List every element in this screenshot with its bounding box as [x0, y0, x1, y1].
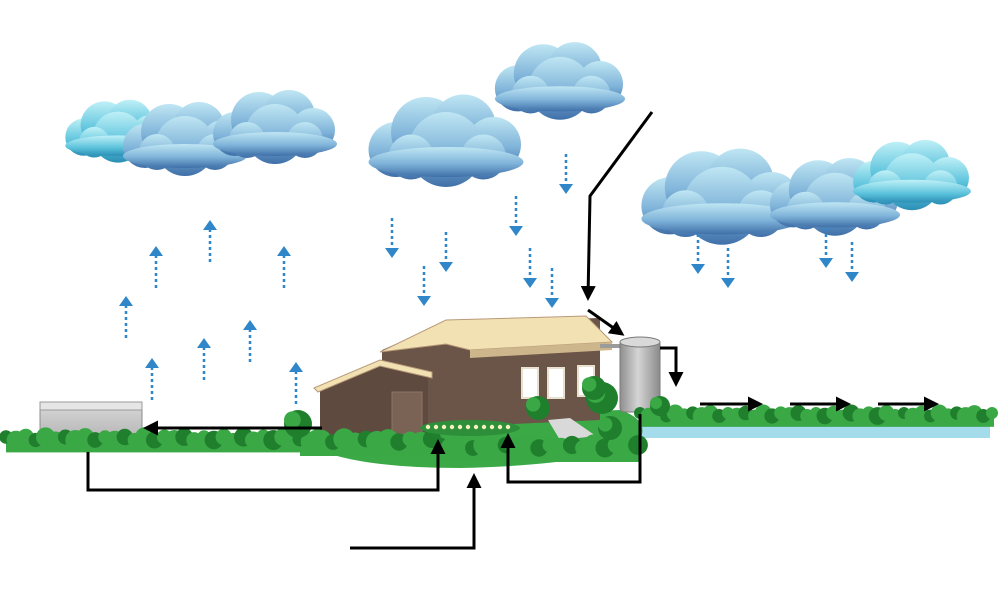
rain-arrow-icon — [559, 154, 573, 194]
vegetation-icon — [432, 434, 648, 462]
garage-roof — [313, 359, 433, 393]
vegetation-icon — [292, 428, 442, 456]
shrub-icon — [650, 396, 670, 416]
gutter-pipe — [600, 344, 622, 348]
pointer-arrow-top — [580, 111, 654, 301]
cloud-icon — [494, 42, 626, 120]
evaporation-arrow-icon — [289, 362, 303, 404]
rain-arrow-icon — [523, 248, 537, 288]
shrub-icon — [598, 416, 622, 440]
vegetation-icon — [0, 427, 301, 453]
flow-arrow-barrel-to-lawn — [500, 414, 642, 484]
house-roof-edge — [470, 342, 612, 358]
evaporation-arrow-icon — [203, 220, 217, 262]
shrub-icon — [284, 410, 312, 438]
cloud-icon — [853, 139, 971, 211]
flow-arrows-group — [86, 111, 939, 550]
flow-arrow-tank-to-garden — [86, 439, 446, 492]
cloud-icon — [368, 94, 524, 187]
cloud-icon — [769, 158, 901, 236]
flower-bed-icon — [420, 420, 520, 436]
evaporation-arrow-icon — [277, 246, 291, 288]
flow-arrow-to-barrel — [587, 308, 625, 336]
rain-arrow-icon — [509, 196, 523, 236]
rain-arrow-icon — [439, 232, 453, 272]
shrub-icon — [526, 396, 550, 420]
shrub-icon — [582, 376, 606, 400]
walkway — [548, 418, 596, 440]
sky-arrows-group — [119, 154, 859, 404]
rain-arrow-icon — [845, 242, 859, 282]
house-window-1 — [521, 367, 539, 399]
evaporation-arrow-icon — [243, 320, 257, 362]
vegetation-icon — [634, 404, 998, 427]
rain-arrow-icon — [385, 218, 399, 258]
rain-arrow-icon — [819, 228, 833, 268]
stream-icon — [640, 426, 990, 438]
bushes-group — [0, 376, 998, 462]
evaporation-arrow-icon — [119, 296, 133, 338]
clouds-group — [65, 42, 971, 245]
rain-arrow-icon — [691, 234, 705, 274]
evaporation-arrow-icon — [145, 358, 159, 400]
cloud-icon — [123, 102, 247, 176]
evaporation-arrow-icon — [149, 246, 163, 288]
cloud-icon — [213, 90, 337, 164]
rain-arrow-icon — [545, 268, 559, 308]
house-window-2 — [547, 367, 565, 399]
pointer-arrow-bottom — [350, 473, 482, 550]
flow-arrow-overflow — [660, 346, 684, 387]
rain-arrow-icon — [721, 248, 735, 288]
evaporation-arrow-icon — [197, 338, 211, 380]
rain-arrow-icon — [417, 266, 431, 306]
garage-door — [391, 391, 423, 435]
